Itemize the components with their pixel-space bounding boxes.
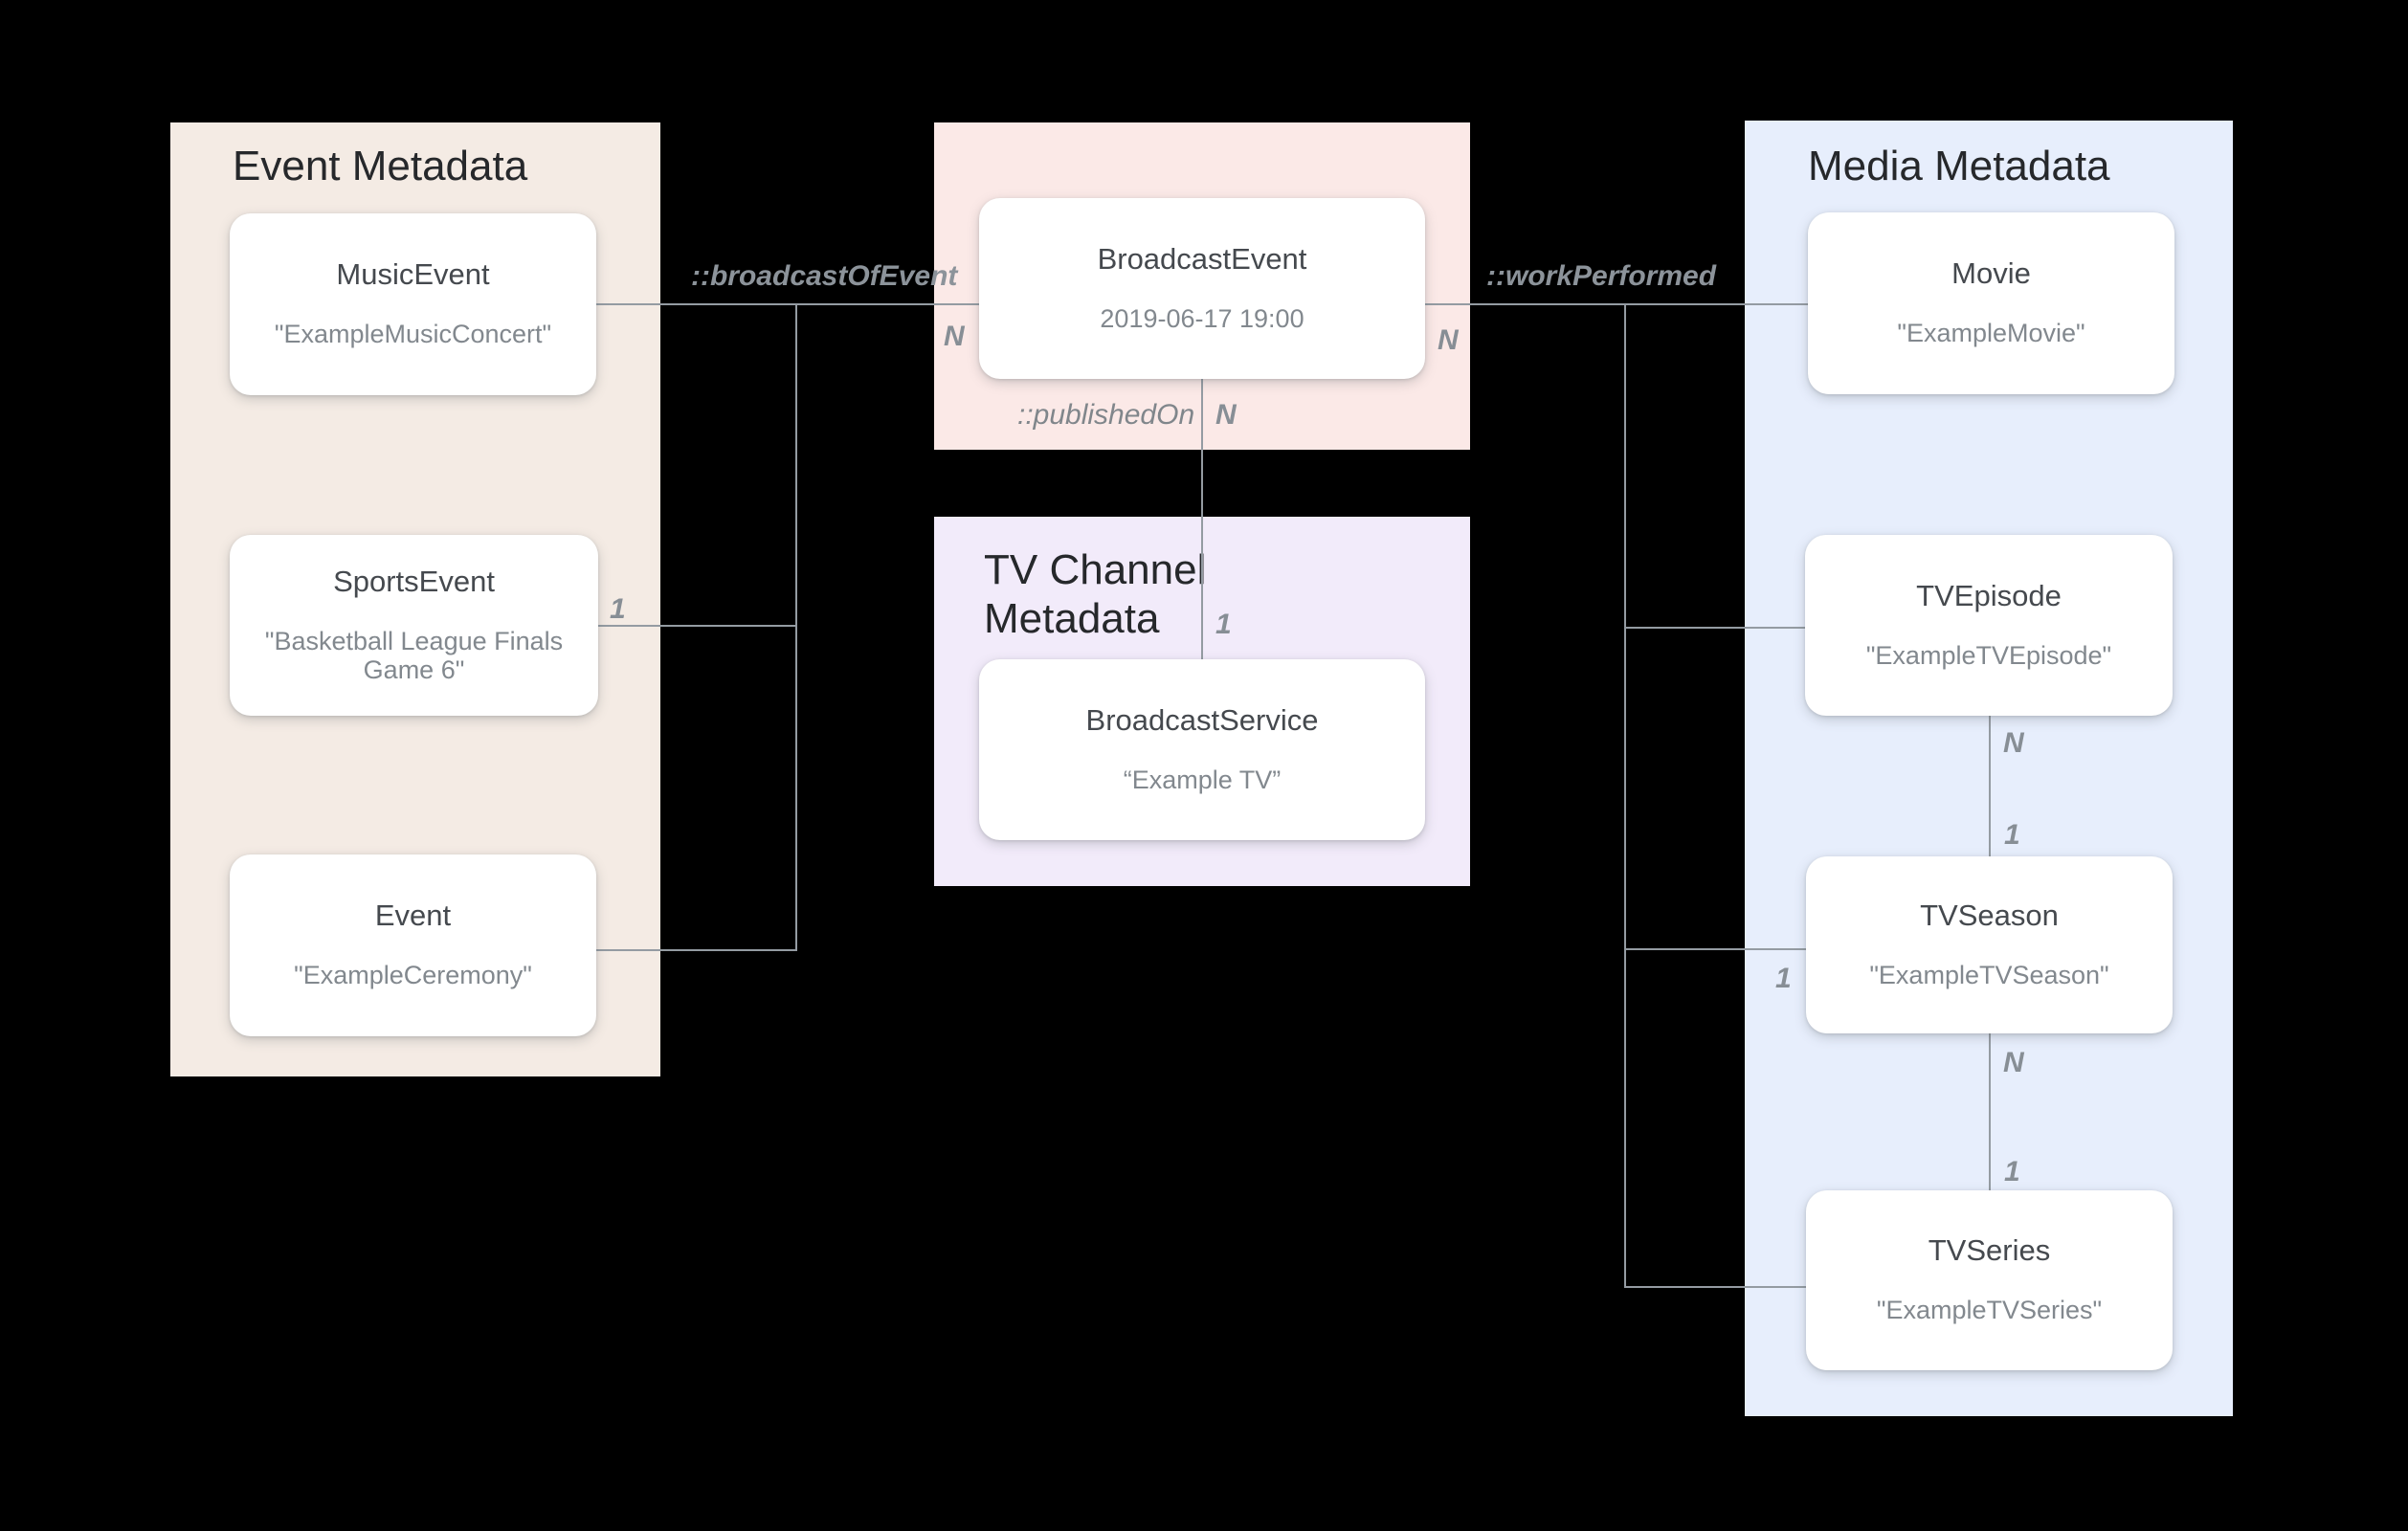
work-performed-label: ::workPerformed [1486, 260, 1717, 292]
media-metadata-title: Media Metadata [1808, 143, 2110, 189]
cardinality-episode-season-n: N [2003, 727, 2024, 759]
broadcast-service-card-value: “Example TV” [1123, 765, 1282, 794]
broadcast-event-card-title: BroadcastEvent [1097, 241, 1307, 276]
movie-card: Movie "ExampleMovie" [1808, 212, 2174, 394]
connector-episode-season [1989, 715, 1991, 857]
connector-tvepisode-branch [1624, 627, 1808, 629]
connector-event-branch [595, 949, 797, 951]
movie-card-title: Movie [1951, 256, 2031, 291]
connector-tvseries-branch [1624, 1286, 1809, 1288]
cardinality-broadcast-right-n: N [1438, 324, 1459, 356]
cardinality-season-series-one: 1 [2004, 1156, 2020, 1187]
cardinality-season-series-n: N [2003, 1047, 2024, 1078]
broadcast-service-card: BroadcastService “Example TV” [979, 659, 1425, 840]
connector-tvseason-branch [1624, 948, 1809, 950]
cardinality-published-one: 1 [1215, 609, 1232, 640]
sports-event-card-title: SportsEvent [333, 564, 495, 598]
cardinality-episode-season-one: 1 [2004, 819, 2020, 851]
cardinality-published-n: N [1215, 399, 1237, 431]
broadcast-of-event-label: ::broadcastOfEvent [691, 260, 958, 292]
tv-season-card-title: TVSeason [1920, 898, 2059, 932]
tv-season-card: TVSeason "ExampleTVSeason" [1806, 856, 2173, 1033]
cardinality-sports-one: 1 [610, 593, 626, 625]
connector-broadcastevent-movie [1425, 303, 1810, 305]
tv-episode-card: TVEpisode "ExampleTVEpisode" [1805, 535, 2173, 716]
sports-event-card-value: "Basketball League Finals Game 6" [264, 626, 564, 684]
tv-season-card-value: "ExampleTVSeason" [1869, 960, 2109, 989]
tv-episode-card-value: "ExampleTVEpisode" [1865, 640, 2112, 670]
tv-channel-metadata-title: TV Channel Metadata [984, 546, 1207, 643]
connector-sportsevent-branch [596, 625, 797, 627]
music-event-card: MusicEvent "ExampleMusicConcert" [230, 213, 596, 395]
music-event-card-title: MusicEvent [336, 257, 490, 292]
published-on-label: ::publishedOn [1017, 399, 1195, 431]
connector-season-series [1989, 1032, 1991, 1191]
event-metadata-title: Event Metadata [233, 143, 528, 189]
connector-musicevent-broadcastevent [594, 303, 981, 305]
cardinality-season-branch-one: 1 [1775, 963, 1792, 994]
event-card-title: Event [374, 899, 452, 933]
tv-episode-card-title: TVEpisode [1916, 578, 2062, 612]
broadcast-event-card: BroadcastEvent 2019-06-17 19:00 [979, 198, 1425, 379]
tv-series-card: TVSeries "ExampleTVSeries" [1806, 1190, 2173, 1370]
sports-event-card: SportsEvent "Basketball League Finals Ga… [230, 535, 598, 716]
broadcast-event-card-value: 2019-06-17 19:00 [1100, 303, 1304, 333]
connector-left-trunk [795, 303, 797, 951]
cardinality-broadcast-left-n: N [944, 321, 965, 352]
tv-series-card-value: "ExampleTVSeries" [1876, 1296, 2103, 1325]
connector-publishedon [1201, 378, 1203, 661]
broadcast-service-card-title: BroadcastService [1085, 702, 1319, 737]
connector-right-trunk [1624, 303, 1626, 1288]
music-event-card-value: "ExampleMusicConcert" [274, 320, 552, 349]
event-card: Event "ExampleCeremony" [230, 854, 596, 1036]
movie-card-value: "ExampleMovie" [1897, 319, 2085, 348]
tv-series-card-title: TVSeries [1928, 1233, 2051, 1268]
event-card-value: "ExampleCeremony" [294, 961, 532, 990]
